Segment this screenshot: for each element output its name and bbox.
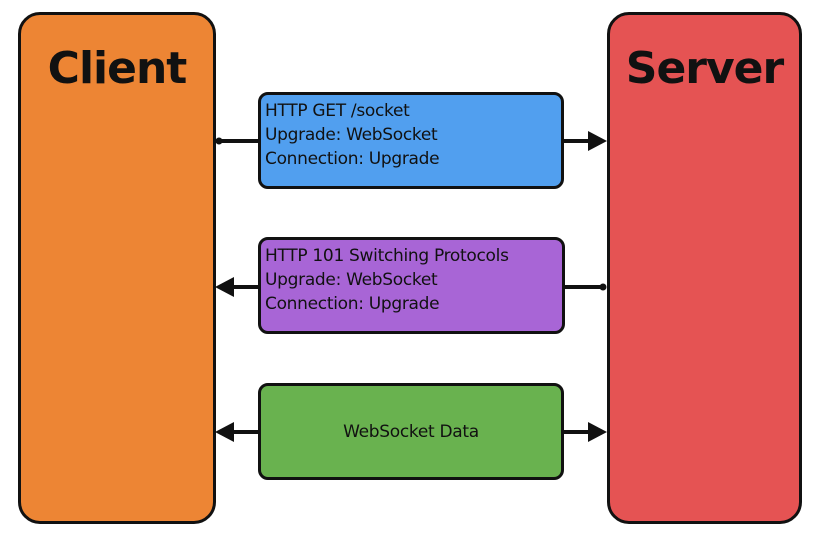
websocket-data-label: WebSocket Data xyxy=(343,421,479,442)
client-title: Client xyxy=(47,43,188,94)
http-get-request-box: HTTP GET /socket Upgrade: WebSocket Conn… xyxy=(258,92,564,189)
http-101-response-box: HTTP 101 Switching Protocols Upgrade: We… xyxy=(258,237,565,334)
arrow-2-head xyxy=(215,277,234,297)
status-line: HTTP 101 Switching Protocols xyxy=(265,246,509,266)
upgrade-header: Upgrade: WebSocket xyxy=(265,125,438,145)
arrow-3-right-head xyxy=(588,422,607,442)
upgrade-header: Upgrade: WebSocket xyxy=(265,270,438,290)
connection-header: Connection: Upgrade xyxy=(265,149,440,169)
arrow-3-left-head xyxy=(215,422,234,442)
client-lane: Client xyxy=(18,12,216,524)
connection-header: Connection: Upgrade xyxy=(265,294,440,314)
server-title: Server xyxy=(625,43,784,94)
websocket-data-box: WebSocket Data xyxy=(258,383,564,480)
arrow-1-head xyxy=(588,131,607,151)
request-line: HTTP GET /socket xyxy=(265,101,410,121)
server-lane: Server xyxy=(607,12,802,524)
